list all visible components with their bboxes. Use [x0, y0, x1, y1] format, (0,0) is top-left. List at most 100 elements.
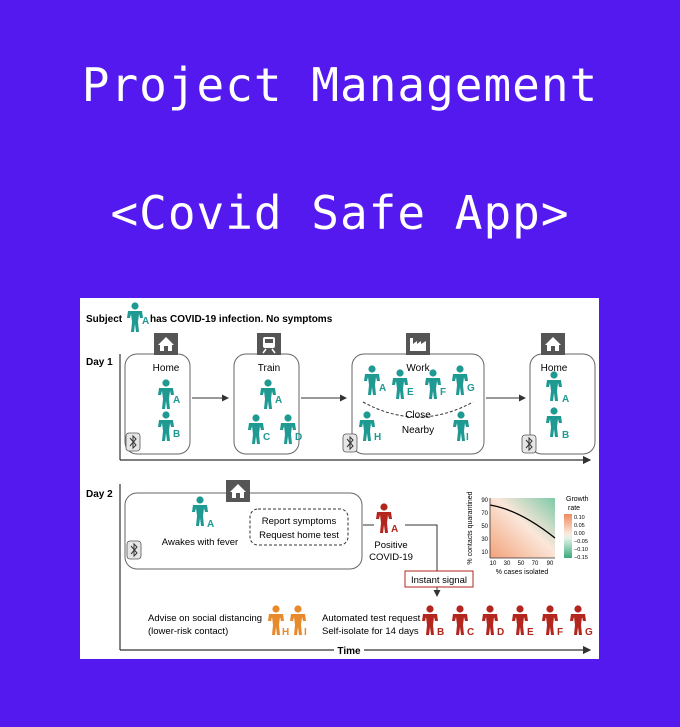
- letter-g-work: G: [467, 383, 475, 394]
- person-d-red: [482, 605, 498, 635]
- close-label: Close: [405, 410, 431, 421]
- letter-f-red: F: [557, 627, 563, 638]
- legend-tick: 0.00: [574, 531, 585, 537]
- house-icon: [541, 333, 565, 355]
- train-label: Train: [258, 363, 280, 374]
- legend-tick: −0.10: [574, 547, 588, 553]
- inset-ytick: 90: [481, 498, 488, 504]
- day2-label: Day 2: [86, 489, 113, 500]
- person-b-home2: [546, 407, 562, 437]
- letter-d-red: D: [497, 627, 504, 638]
- inset-ytick: 50: [481, 524, 488, 530]
- inset-ytick: 10: [481, 550, 488, 556]
- bluetooth-icon: [521, 434, 537, 454]
- subject-text: has COVID-19 infection. No symptoms: [150, 314, 333, 325]
- letter-g-red: G: [585, 627, 593, 638]
- close-contact-arc: [362, 401, 474, 418]
- inset-ylabel: % contacts quarantined: [467, 491, 474, 564]
- time-label-bg: [334, 643, 364, 657]
- inset-ytick: 30: [481, 537, 488, 543]
- bluetooth-icon: [342, 433, 358, 453]
- bluetooth-icon: [125, 432, 141, 452]
- inset-xtick: 90: [547, 561, 554, 567]
- inset-xtick: 30: [504, 561, 511, 567]
- advise-line-1: Advise on social distancing: [148, 613, 262, 624]
- legend-tick: 0.10: [574, 515, 585, 521]
- title-line-1: Project Management: [81, 58, 599, 112]
- inset-threshold-line: [489, 504, 556, 539]
- legend-tick: −0.05: [574, 539, 588, 545]
- letter-a-positive: A: [391, 524, 398, 535]
- report-line-2: Request home test: [259, 530, 339, 541]
- figure-svg: Subject A has COVID-19 infection. No sym…: [86, 302, 596, 657]
- letter-h-orange: H: [282, 627, 289, 638]
- letter-i-work: I: [466, 432, 469, 443]
- letter-c-train: C: [263, 432, 270, 443]
- factory-icon: [406, 333, 430, 355]
- legend-tick: −0.15: [574, 555, 588, 561]
- person-g-work: [452, 365, 468, 395]
- day1-label: Day 1: [86, 357, 113, 368]
- time-label: Time: [337, 646, 361, 657]
- report-line-1: Report symptoms: [262, 516, 337, 527]
- letter-a-work: A: [379, 383, 386, 394]
- person-a-work: [364, 365, 380, 395]
- positive-line-1: Positive: [374, 540, 407, 551]
- person-e-red: [512, 605, 528, 635]
- legend-colorbar: [564, 514, 572, 558]
- person-b-home: [158, 411, 174, 441]
- letter-a-home2: A: [562, 394, 569, 405]
- subject-letter: A: [142, 316, 149, 327]
- train-icon: [256, 332, 282, 356]
- legend-tick: 0.05: [574, 523, 585, 529]
- letter-a-train: A: [275, 395, 282, 406]
- house-icon: [226, 480, 250, 502]
- person-a-home: [158, 379, 174, 409]
- person-a-day2: [192, 496, 208, 526]
- inset-xtick: 50: [518, 561, 525, 567]
- person-g-red: [570, 605, 586, 635]
- instant-signal-box: [404, 570, 474, 588]
- letter-b-home2: B: [562, 430, 569, 441]
- auto-line-1: Automated test request: [322, 613, 421, 624]
- letter-b-red: B: [437, 627, 444, 638]
- home-label: Home: [153, 363, 180, 374]
- person-b-red: [422, 605, 438, 635]
- letter-e-red: E: [527, 627, 534, 638]
- letter-c-red: C: [467, 627, 474, 638]
- inset-xtick: 70: [532, 561, 539, 567]
- letter-a-home: A: [173, 395, 180, 406]
- legend-title-2: rate: [568, 505, 580, 512]
- advise-line-2: (lower-risk contact): [148, 626, 228, 637]
- report-box: [249, 508, 349, 546]
- person-c-red: [452, 605, 468, 635]
- contact-tracing-figure: Subject A has COVID-19 infection. No sym…: [80, 298, 599, 659]
- person-f-red: [542, 605, 558, 635]
- subject-person-icon: [127, 302, 143, 332]
- person-a-home2: [546, 371, 562, 401]
- inset-xtick: 10: [490, 561, 497, 567]
- subject-prefix: Subject: [86, 314, 123, 325]
- person-d-train: [280, 414, 296, 444]
- work-label: Work: [406, 363, 430, 374]
- letter-b-home: B: [173, 429, 180, 440]
- letter-e-work: E: [407, 387, 414, 398]
- letter-h-work: H: [374, 432, 381, 443]
- person-h-work: [359, 411, 375, 441]
- letter-d-train: D: [295, 432, 302, 443]
- home2-label: Home: [541, 363, 568, 374]
- positive-line-2: COVID-19: [369, 552, 413, 563]
- person-a-train: [260, 379, 276, 409]
- person-a-positive: [376, 503, 392, 533]
- person-c-train: [248, 414, 264, 444]
- letter-i-orange: I: [304, 627, 307, 638]
- bluetooth-icon: [126, 540, 142, 560]
- house-icon: [154, 333, 178, 355]
- nearby-label: Nearby: [402, 425, 434, 436]
- auto-line-2: Self-isolate for 14 days: [322, 626, 419, 637]
- letter-a-day2: A: [207, 519, 214, 530]
- awakes-text: Awakes with fever: [162, 537, 238, 548]
- title-line-2: <Covid Safe App>: [110, 186, 570, 240]
- instant-signal-label: Instant signal: [411, 575, 467, 586]
- inset-ytick: 70: [481, 511, 488, 517]
